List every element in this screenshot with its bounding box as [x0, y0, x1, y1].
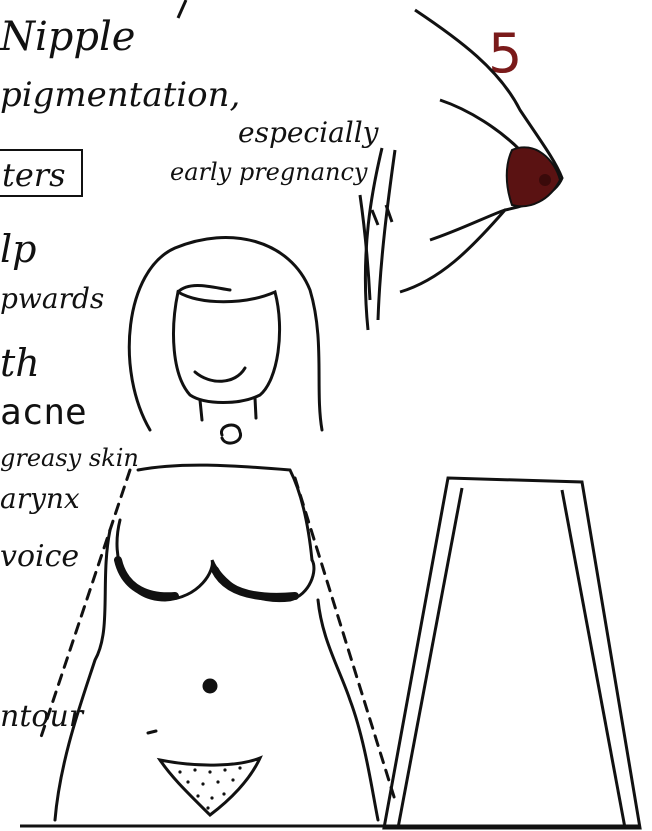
stray-stroke: [178, 0, 186, 18]
female-figure: [40, 237, 395, 820]
pigmentation-label: pigmentation,: [0, 75, 240, 115]
pubic-region: [160, 758, 260, 815]
nipple-mark: [539, 174, 551, 186]
upwards-label: pwards: [0, 282, 104, 315]
breast-outline: [117, 520, 314, 601]
larynx-mark: [221, 425, 240, 443]
pubic-stipple: [178, 766, 241, 809]
nipple-title: Nipple: [0, 14, 135, 60]
right-side-outline: [318, 600, 378, 820]
voice-label: voice: [0, 539, 79, 574]
fragment-lp-label: lp: [0, 227, 36, 271]
page-number: 5: [488, 22, 522, 85]
fragment-th-label: th: [0, 341, 40, 385]
navel: [204, 680, 216, 692]
mouth: [195, 368, 245, 381]
face-outline: [174, 292, 280, 403]
body-shape-triangle: [384, 478, 640, 828]
greasy-skin-label: greasy skin: [0, 444, 139, 472]
boxed-label-text: ters: [2, 156, 66, 194]
early-pregnancy-label: early pregnancy: [170, 158, 368, 186]
acne-label: acne: [0, 392, 87, 433]
especially-label: especially: [238, 116, 380, 149]
larynx-label: arynx: [0, 482, 80, 515]
contour-guide-right: [295, 478, 395, 800]
